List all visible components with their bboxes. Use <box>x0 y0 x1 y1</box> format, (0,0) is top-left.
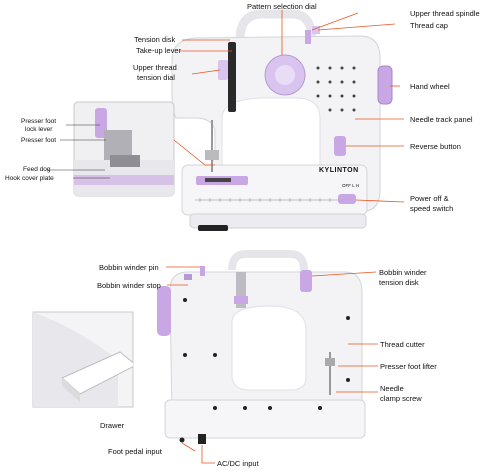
label-presser-foot: Presser foot <box>21 137 57 144</box>
power-switch-graphic <box>338 194 356 204</box>
label-needle-track-panel: Needle track panel <box>410 115 473 124</box>
carry-handle <box>235 9 317 41</box>
switch-markings: OFF L H <box>342 183 360 188</box>
label-thread-cap: Thread cap <box>410 21 448 30</box>
label-needle-clamp-1: Needle <box>380 384 404 393</box>
brand-logo: KYLINTON <box>319 167 359 174</box>
label-thread-cutter: Thread cutter <box>380 340 425 349</box>
label-reverse-button: Reverse button <box>410 142 461 151</box>
label-power-off-1: Power off & <box>410 194 449 203</box>
label-presser-foot-lock-1: Presser foot <box>21 118 57 125</box>
label-tension-disk: Tension disk <box>134 35 176 44</box>
label-bobbin-winder-stop: Bobbin winder stop <box>97 281 161 290</box>
label-upper-thread-1: Upper thread <box>133 63 177 72</box>
label-bobbin-winder-pin: Bobbin winder pin <box>99 263 159 272</box>
reverse-button-graphic <box>334 136 346 156</box>
label-presser-foot-lock-2: lock lever <box>25 126 53 133</box>
label-bobbin-winder-tension-2: tension disk <box>379 278 419 287</box>
label-upper-thread-spindle: Upper thread spindle <box>410 9 480 18</box>
label-power-off-2: speed switch <box>410 204 454 213</box>
label-feed-dog: Feed dog <box>23 166 51 173</box>
label-pattern-selection-dial: Pattern selection dial <box>247 2 317 11</box>
label-take-up-lever: Take-up lever <box>136 46 182 55</box>
tension-dial <box>228 42 236 112</box>
rear-handle <box>228 250 308 271</box>
label-upper-thread-2: tension dial <box>137 73 175 82</box>
thread-spindle <box>305 30 311 44</box>
foot-pedal-jack <box>179 437 185 443</box>
rear-wheel <box>157 286 171 336</box>
hand-wheel <box>377 65 393 105</box>
label-presser-foot-lifter: Presser foot lifter <box>380 362 437 371</box>
label-hand-wheel: Hand wheel <box>410 82 450 91</box>
label-drawer: Drawer <box>100 421 125 430</box>
label-hook-cover-plate: Hook cover plate <box>5 175 54 182</box>
ac-dc-jack <box>198 434 206 444</box>
label-bobbin-winder-tension-1: Bobbin winder <box>379 268 427 277</box>
label-needle-clamp-2: clamp screw <box>380 394 422 403</box>
label-ac-dc-input: AC/DC input <box>217 459 259 468</box>
label-foot-pedal-input: Foot pedal input <box>108 447 162 456</box>
